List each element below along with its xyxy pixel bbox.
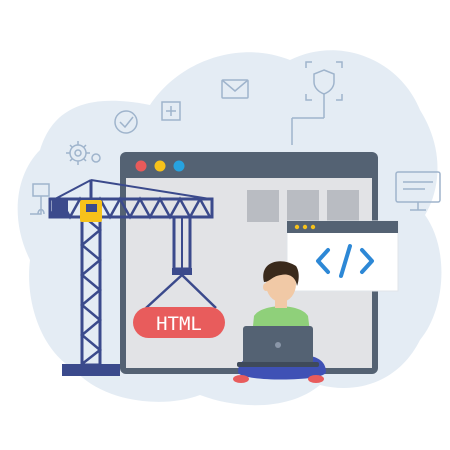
- content-block: [287, 190, 319, 222]
- content-block: [327, 190, 359, 222]
- monitor-icon: [395, 171, 441, 211]
- code-window: [286, 220, 399, 292]
- hair: [263, 261, 299, 286]
- developer-person: [233, 261, 326, 383]
- shield-icon: [291, 61, 343, 145]
- code-icon: [316, 244, 374, 278]
- user-card-icon: [30, 183, 50, 215]
- gear-icon: [66, 141, 101, 165]
- window-dot-yellow: [154, 160, 166, 172]
- html-sign-label: HTML: [156, 313, 202, 335]
- crane-hook: [172, 268, 192, 275]
- envelope-icon: [221, 79, 249, 99]
- html-sign: HTML: [133, 307, 225, 338]
- crane: [48, 179, 217, 376]
- content-block: [247, 190, 279, 222]
- window-dot-blue: [173, 160, 185, 172]
- plus-icon: [161, 101, 181, 121]
- window-dot-red: [135, 160, 147, 172]
- laptop-icon: [237, 326, 319, 367]
- checkmark-icon: [114, 110, 138, 134]
